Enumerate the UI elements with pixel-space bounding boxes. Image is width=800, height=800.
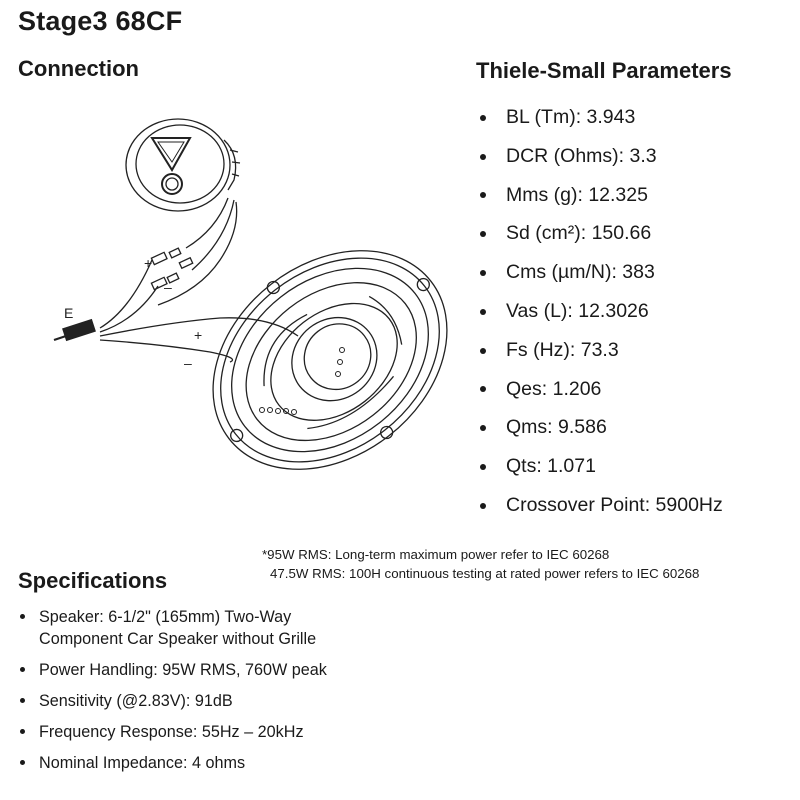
spec-speaker: Speaker: 6-1/2" (165mm) Two-Way Componen…: [20, 606, 369, 650]
bullet-icon: [20, 760, 25, 765]
label-small-plus: +: [144, 255, 152, 271]
connection-heading: Connection: [18, 56, 139, 81]
bullet-icon: [480, 425, 486, 432]
rms-notes: *95W RMS: Long-term maximum power refer …: [262, 545, 699, 583]
bullet-icon: [20, 729, 25, 734]
bullet-icon: [480, 464, 486, 471]
spec-text: Nominal Impedance: 4 ohms: [39, 754, 246, 772]
bullet-icon: [20, 698, 25, 703]
label-minus: –: [184, 355, 192, 371]
ts-param-label: Cms (µm/N): 383: [506, 261, 655, 284]
label-small-minus: –: [164, 279, 172, 295]
page-title: Stage3 68CF: [18, 6, 183, 36]
spec-sensitivity: Sensitivity (@2.83V): 91dB: [20, 690, 369, 712]
ts-param-label: Sd (cm²): 150.66: [506, 222, 652, 245]
rms-note-line-1: *95W RMS: Long-term maximum power refer …: [262, 547, 610, 562]
ts-param-label: Qes: 1.206: [506, 377, 602, 400]
ts-param-fs: Fs (Hz): 73.3: [478, 331, 723, 370]
ts-param-label: Fs (Hz): 73.3: [506, 338, 619, 361]
specifications-list: Speaker: 6-1/2" (165mm) Two-Way Componen…: [20, 606, 369, 783]
spec-frequency-response: Frequency Response: 55Hz – 20kHz: [20, 721, 369, 743]
label-plus: +: [194, 327, 202, 343]
label-e: E: [64, 305, 73, 321]
specifications-heading: Specifications: [18, 568, 168, 593]
ts-parameters-heading: Thiele-Small Parameters: [476, 58, 732, 83]
bullet-icon: [480, 192, 486, 199]
bullet-icon: [480, 502, 486, 509]
ts-param-label: Mms (g): 12.325: [506, 183, 648, 206]
spec-text: Power Handling: 95W RMS, 760W peak: [39, 661, 327, 679]
bullet-icon: [480, 153, 486, 160]
bullet-icon: [480, 270, 486, 277]
ts-param-label: Crossover Point: 5900Hz: [506, 493, 723, 516]
woofer-illustration: [212, 250, 448, 470]
connection-diagram: E + – + –: [53, 118, 448, 470]
bullet-icon: [480, 386, 486, 393]
ts-param-qts: Qts: 1.071: [478, 447, 723, 486]
bullet-icon: [20, 667, 25, 672]
bullet-icon: [480, 347, 486, 354]
ts-param-label: Qms: 9.586: [506, 416, 607, 439]
spec-nominal-impedance: Nominal Impedance: 4 ohms: [20, 752, 369, 774]
ts-param-qes: Qes: 1.206: [478, 370, 723, 409]
ts-param-label: BL (Tm): 3.943: [506, 106, 636, 128]
spec-power-handling: Power Handling: 95W RMS, 760W peak: [20, 659, 369, 681]
spec-text: Sensitivity (@2.83V): 91dB: [39, 692, 233, 710]
ts-param-label: Qts: 1.071: [506, 455, 596, 478]
bullet-icon: [480, 114, 486, 121]
ts-param-crossover: Crossover Point: 5900Hz: [478, 486, 723, 525]
ts-param-dcr: DCR (Ohms): 3.3: [478, 137, 723, 176]
ts-param-cms: Cms (µm/N): 383: [478, 253, 723, 292]
ts-param-sd: Sd (cm²): 150.66: [478, 214, 723, 253]
spec-text: Frequency Response: 55Hz – 20kHz: [39, 723, 304, 741]
ts-param-bl: BL (Tm): 3.943: [478, 98, 723, 137]
tweeter-illustration: [125, 118, 241, 212]
ts-param-label: DCR (Ohms): 3.3: [506, 144, 657, 167]
ts-param-qms: Qms: 9.586: [478, 408, 723, 447]
rms-note-line-2: 47.5W RMS: 100H continuous testing at ra…: [270, 566, 700, 581]
ts-param-label: Vas (L): 12.3026: [506, 299, 649, 322]
spec-text: Speaker: 6-1/2" (165mm) Two-Way Componen…: [39, 608, 317, 648]
ts-param-mms: Mms (g): 12.325: [478, 176, 723, 215]
bullet-icon: [480, 308, 486, 315]
bullet-icon: [20, 614, 25, 619]
ts-parameters-list: BL (Tm): 3.943 DCR (Ohms): 3.3 Mms (g): …: [478, 98, 723, 525]
bullet-icon: [480, 231, 486, 238]
ts-param-vas: Vas (L): 12.3026: [478, 292, 723, 331]
